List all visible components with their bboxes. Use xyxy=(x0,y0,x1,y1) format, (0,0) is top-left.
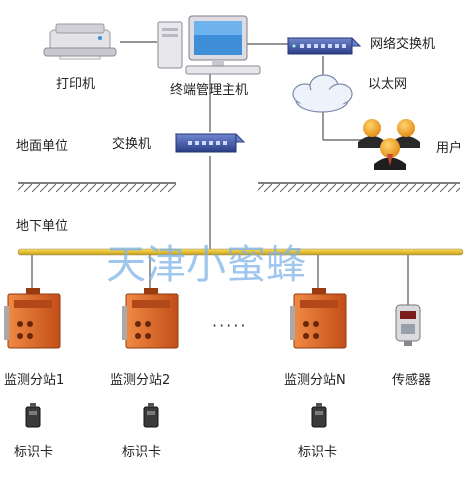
card-2-label: 标识卡 xyxy=(122,445,162,460)
ground-unit-label: 地面单位 xyxy=(16,139,69,154)
id-card-2-icon xyxy=(143,403,159,428)
switch-label: 交换机 xyxy=(112,137,152,152)
monitoring-station-1-icon xyxy=(4,288,61,349)
sensor-icon xyxy=(395,304,421,346)
sensor-label: 传感器 xyxy=(392,373,432,388)
network-switch-icon xyxy=(286,37,362,55)
printer-label: 打印机 xyxy=(56,77,96,92)
ellipsis: ····· xyxy=(212,316,248,335)
station-2-label: 监测分站2 xyxy=(110,373,171,388)
card-3-label: 标识卡 xyxy=(298,445,338,460)
user-group-icon xyxy=(358,119,420,170)
user-label: 用户 xyxy=(436,141,463,156)
card-1-label: 标识卡 xyxy=(14,445,54,460)
ground-boundary xyxy=(18,182,460,192)
id-card-1-icon xyxy=(25,403,41,428)
monitoring-station-n-icon xyxy=(290,288,347,349)
station-1-label: 监测分站1 xyxy=(4,373,65,388)
monitoring-station-2-icon xyxy=(122,288,179,349)
bus-line xyxy=(17,248,464,256)
network-switch-label: 网络交换机 xyxy=(370,37,436,52)
switch-icon xyxy=(174,133,246,153)
underground-unit-label: 地下单位 xyxy=(16,219,69,234)
ethernet-cloud-icon xyxy=(292,74,353,113)
host-computer-icon xyxy=(157,15,261,75)
station-n-label: 监测分站N xyxy=(284,373,346,388)
watermark: 天津小蜜蜂 xyxy=(106,242,306,288)
id-card-3-icon xyxy=(311,403,327,428)
host-label: 终端管理主机 xyxy=(170,83,249,98)
ethernet-label: 以太网 xyxy=(368,77,408,92)
printer-icon xyxy=(43,23,117,60)
